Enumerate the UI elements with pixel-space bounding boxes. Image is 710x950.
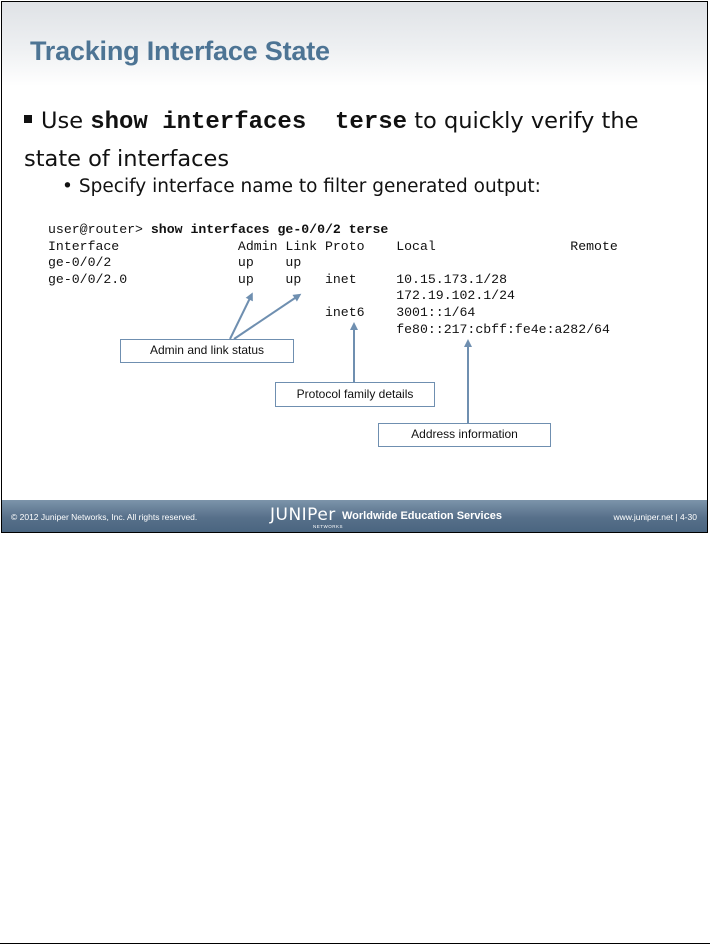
page-bottom-rule <box>0 943 710 944</box>
cli-row: 172.19.102.1/24 <box>48 288 515 304</box>
bullet-main-tail: to quickly verify the state of interface… <box>24 108 639 172</box>
square-bullet-icon <box>24 114 32 123</box>
cli-row: ge-0/0/2.0 up up inet 10.15.173.1/28 <box>48 271 507 287</box>
cli-prompt: user@router> <box>48 222 151 237</box>
callout-protocol-family: Protocol family details <box>275 382 435 407</box>
arrow-to-link <box>233 293 302 340</box>
logo-subtext: NETWORKS <box>313 524 344 529</box>
cli-row: inet6 3001::1/64 <box>48 304 476 320</box>
bullet-main-lead: Use <box>41 108 91 134</box>
bullet-main: Use show interfaces terse to quickly ver… <box>24 103 694 177</box>
cli-output: user@router> show interfaces ge-0/0/2 te… <box>48 222 618 338</box>
juniper-logo: JUNIPer NETWORKS <box>270 505 343 529</box>
education-services-label: Worldwide Education Services <box>342 510 502 522</box>
callout-admin-link-status: Admin and link status <box>120 339 294 363</box>
site-and-page-number: www.juniper.net | 4-30 <box>613 512 697 522</box>
bullet-sub-text: Specify interface name to filter generat… <box>78 176 541 197</box>
callout-address-info: Address information <box>378 423 551 447</box>
callout-arrows <box>229 292 472 423</box>
copyright-text: © 2012 Juniper Networks, Inc. All rights… <box>11 512 198 522</box>
cli-command: show interfaces ge-0/0/2 terse <box>150 222 389 237</box>
cli-row: ge-0/0/2 up up <box>48 255 302 271</box>
footer-bar: © 2012 Juniper Networks, Inc. All rights… <box>2 500 707 532</box>
cli-header-row: Interface Admin Link Proto Local Remote <box>48 238 618 254</box>
title-band <box>2 2 707 86</box>
bullet-sub: •Specify interface name to filter genera… <box>62 176 541 197</box>
bullet-main-command: show interfaces terse <box>90 109 408 136</box>
slide-title: Tracking Interface State <box>30 36 330 66</box>
logo-wordmark: JUNIPer <box>270 505 336 525</box>
slide: Tracking Interface State Use show interf… <box>1 1 708 533</box>
dot-bullet-icon: • <box>62 176 73 197</box>
cli-row: fe80::217:cbff:fe4e:a282/64 <box>48 321 610 337</box>
arrow-to-admin <box>229 292 253 340</box>
